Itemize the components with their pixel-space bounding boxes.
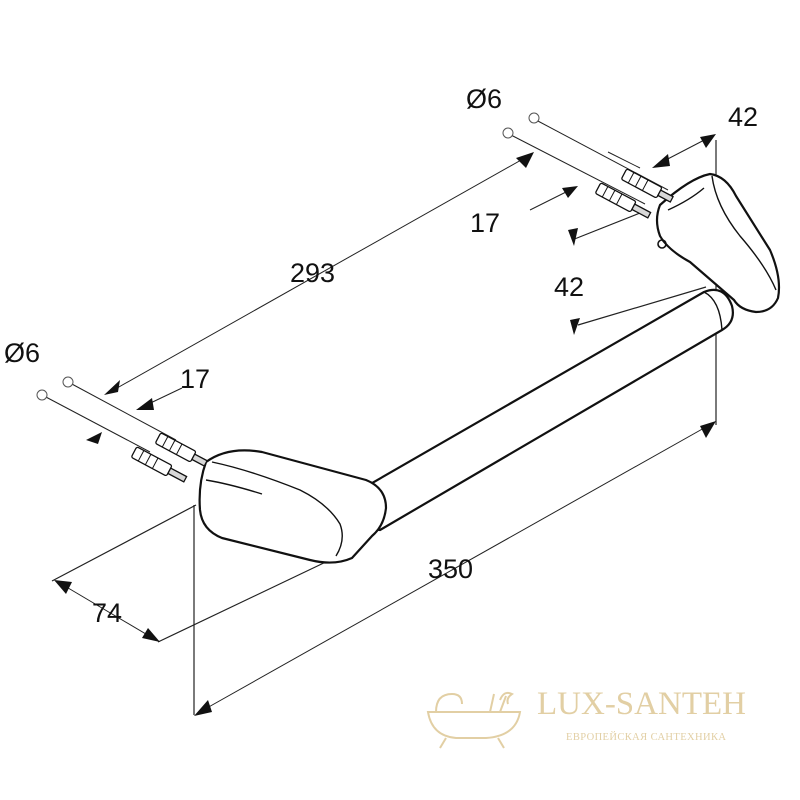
dim-label-height-left: 17 xyxy=(180,364,210,394)
bathtub-logo-icon xyxy=(426,691,522,749)
dim-label-height-right: 17 xyxy=(470,208,500,238)
screw-hole-left-upper xyxy=(62,376,74,388)
set-screw-icon xyxy=(657,239,667,249)
watermark-brand: LUX-SANTEH xyxy=(537,686,746,722)
left-bracket xyxy=(198,449,388,564)
dim-label-projection: 74 xyxy=(92,598,122,628)
dimension-lines xyxy=(54,134,716,716)
screw-hole-right-lower xyxy=(502,127,514,139)
dim-label-overall-length: 350 xyxy=(428,554,473,584)
screw-hole-markers xyxy=(36,112,540,401)
extension-lines xyxy=(43,119,717,715)
dim-label-screw-diameter-right: Ø6 xyxy=(466,84,502,114)
dim-label-depth-upper: 42 xyxy=(728,102,758,132)
dim-label-depth-lower: 42 xyxy=(554,272,584,302)
dim-label-screw-diameter-left: Ø6 xyxy=(4,338,40,368)
towel-rail xyxy=(198,172,781,564)
right-screws xyxy=(595,168,674,219)
dim-label-hole-spacing: 293 xyxy=(290,258,335,288)
watermark-tagline: ЕВРОПЕЙСКАЯ САНТЕХНИКА xyxy=(566,731,726,743)
screw-hole-right-upper xyxy=(528,112,540,124)
screw-hole-left-lower xyxy=(36,389,48,401)
left-screws xyxy=(131,432,208,483)
dimension-labels: 293 350 74 17 17 42 42 Ø6 Ø6 xyxy=(4,84,758,628)
rail-bar xyxy=(354,288,734,532)
watermark: LUX-SANTEH ЕВРОПЕЙСКАЯ САНТЕХНИКА xyxy=(426,686,746,749)
